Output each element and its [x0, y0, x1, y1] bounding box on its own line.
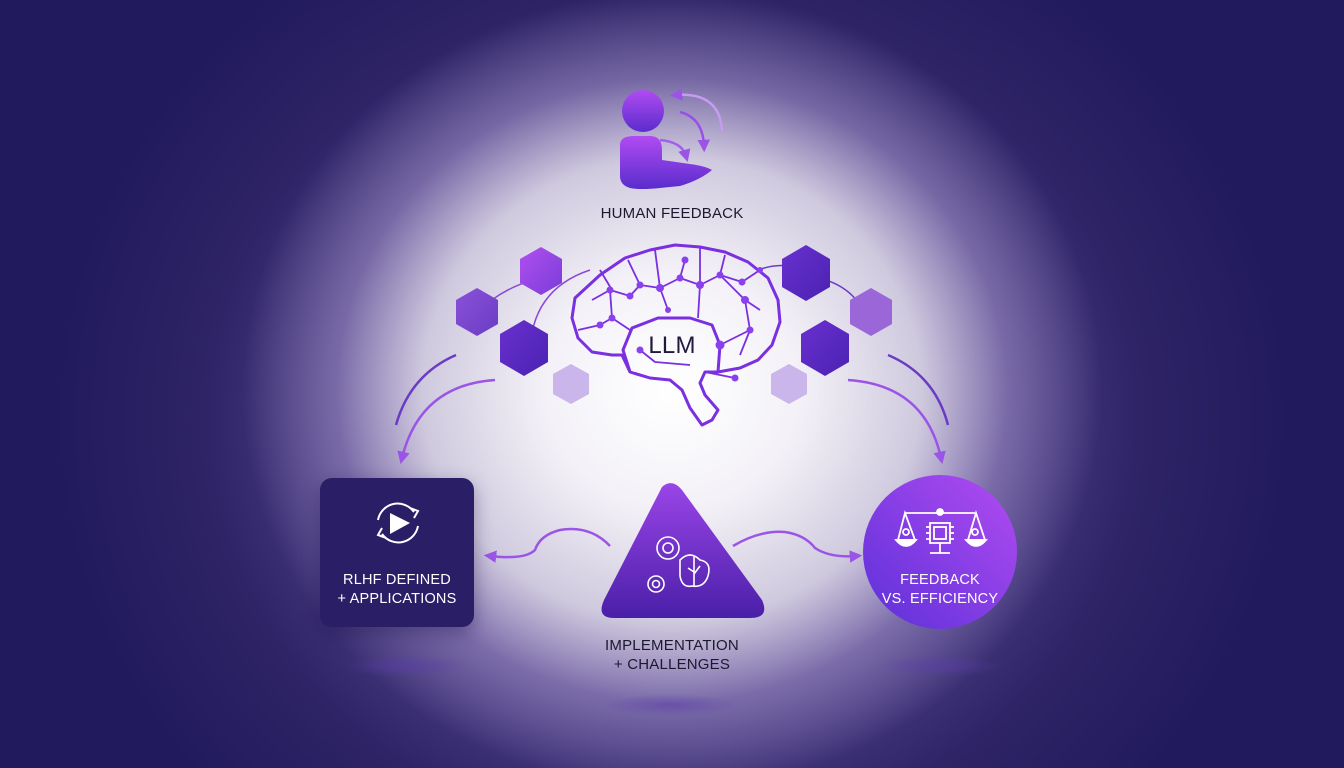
feedback-label-line1: FEEDBACK	[900, 572, 980, 588]
left-hexagons	[456, 247, 589, 404]
rlhf-label-line1: RLHF DEFINED	[343, 572, 451, 588]
human-feedback-label: HUMAN FEEDBACK	[600, 205, 744, 222]
balance-scale-chip-icon	[894, 508, 988, 554]
implementation-label-line1: IMPLEMENTATION	[605, 637, 739, 654]
implementation-label: IMPLEMENTATION + CHALLENGES	[572, 636, 772, 674]
llm-label: LLM	[648, 332, 696, 359]
human-feedback-icon	[620, 88, 724, 189]
circle-shadow	[875, 655, 1005, 677]
rlhf-defined-card: RLHF DEFINED + APPLICATIONS	[320, 478, 474, 627]
implementation-triangle	[601, 483, 765, 618]
gears-brain-icon	[647, 536, 710, 593]
rlhf-card-label: RLHF DEFINED + APPLICATIONS	[320, 571, 474, 609]
feedback-efficiency-circle	[863, 475, 1017, 629]
rlhf-label-line2: + APPLICATIONS	[337, 591, 457, 607]
triangle-shadow	[600, 694, 740, 716]
flow-arrows	[394, 353, 950, 563]
cycle-play-icon	[376, 502, 420, 544]
brain-circuit-icon	[570, 243, 782, 427]
implementation-label-line2: + CHALLENGES	[613, 656, 731, 673]
card-shadow	[340, 655, 470, 677]
feedback-efficiency-label: FEEDBACK VS. EFFICIENCY	[863, 571, 1017, 609]
feedback-label-line2: VS. EFFICIENCY	[881, 591, 999, 607]
right-hexagons	[771, 245, 892, 404]
